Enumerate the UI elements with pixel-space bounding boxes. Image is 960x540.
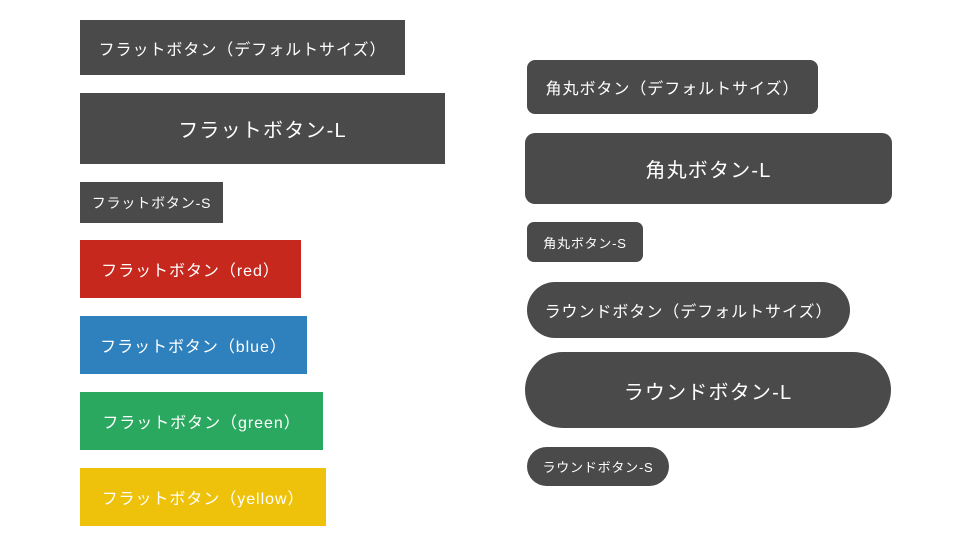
flat-button-yellow[interactable]: フラットボタン（yellow） <box>80 468 326 526</box>
flat-button-red[interactable]: フラットボタン（red） <box>80 240 301 298</box>
flat-button-small[interactable]: フラットボタン-S <box>80 182 223 223</box>
rounded-button-small[interactable]: 角丸ボタン-S <box>527 222 643 262</box>
pill-button-small[interactable]: ラウンドボタン-S <box>527 447 669 486</box>
flat-button-default[interactable]: フラットボタン（デフォルトサイズ） <box>80 20 405 75</box>
pill-button-default[interactable]: ラウンドボタン（デフォルトサイズ） <box>527 282 850 338</box>
rounded-button-default[interactable]: 角丸ボタン（デフォルトサイズ） <box>527 60 818 114</box>
pill-button-large[interactable]: ラウンドボタン-L <box>525 352 891 428</box>
rounded-button-large[interactable]: 角丸ボタン-L <box>525 133 892 204</box>
flat-button-green[interactable]: フラットボタン（green） <box>80 392 323 450</box>
flat-button-large[interactable]: フラットボタン-L <box>80 93 445 164</box>
flat-button-blue[interactable]: フラットボタン（blue） <box>80 316 307 374</box>
